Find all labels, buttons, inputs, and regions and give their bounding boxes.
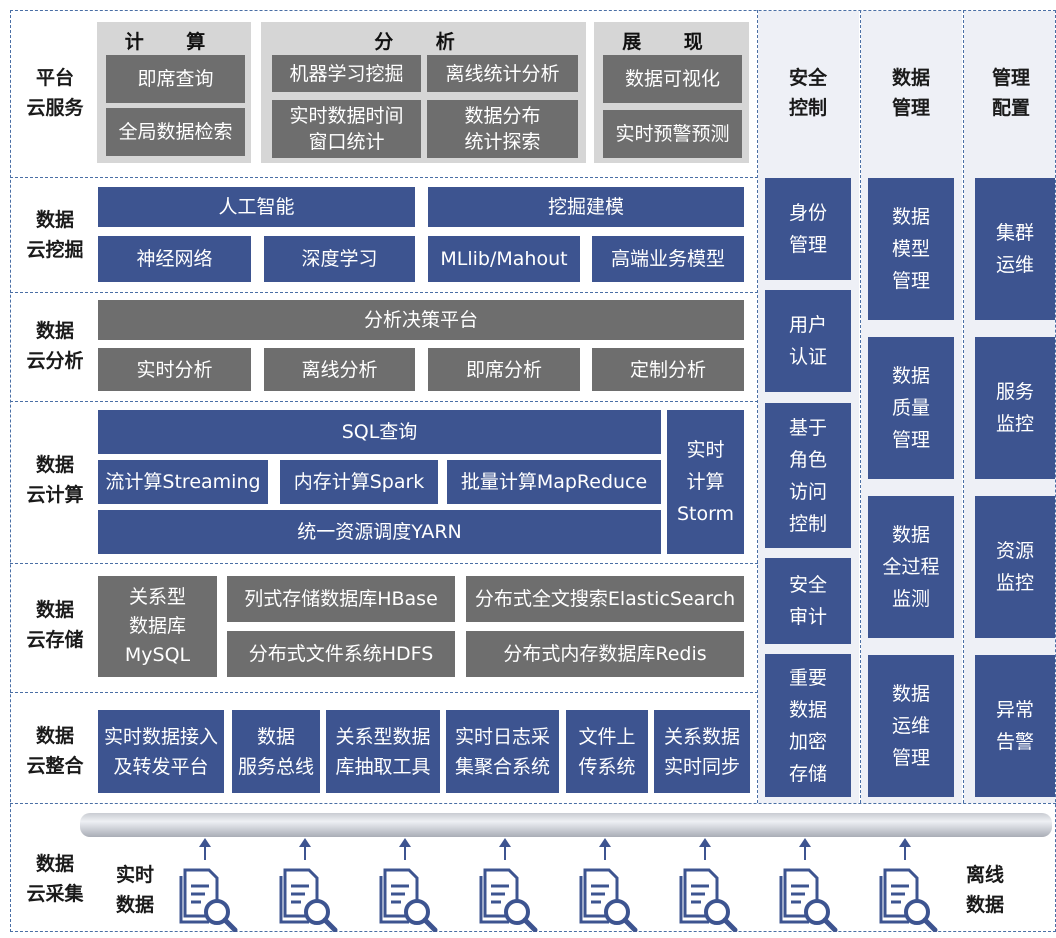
platform-analysis-header: 分 析 [374, 31, 473, 53]
storage-item: 分布式内存数据库Redis [466, 631, 744, 677]
document-search-icon [279, 866, 339, 933]
layer-label-collection: 数据 云采集 [26, 853, 84, 905]
platform-analysis-item: 实时数据时间 窗口统计 [272, 100, 421, 158]
platform-analysis-item: 离线统计分析 [427, 55, 578, 92]
platform-analysis-item: 数据分布 统计探索 [427, 100, 578, 158]
separator [10, 401, 758, 402]
collection-realtime-label: 实时 数据 [115, 864, 154, 916]
config-item: 异常 告警 [975, 655, 1055, 797]
up-arrow-icon [199, 838, 211, 860]
storage-item: 分布式文件系统HDFS [227, 631, 455, 677]
separator [10, 803, 1056, 804]
compute-storm: 实时 计算 Storm [667, 410, 744, 554]
platform-compute-item: 全局数据检索 [106, 108, 245, 156]
layer-label-compute: 数据 云计算 [26, 454, 84, 506]
separator [10, 177, 758, 178]
compute-engine: 流计算Streaming [98, 460, 268, 504]
up-arrow-icon [899, 838, 911, 860]
layer-label-mining: 数据 云挖掘 [26, 209, 84, 261]
analysis-item: 即席分析 [428, 348, 580, 391]
config-column-title: 管理 配置 [991, 67, 1030, 119]
data-mgmt-item: 数据 全过程 监测 [868, 496, 954, 638]
mining-bottom-item: 深度学习 [264, 236, 415, 282]
security-item: 重要 数据 加密 存储 [765, 654, 851, 797]
layer-label-analysis: 数据 云分析 [26, 320, 84, 372]
security-item: 用户 认证 [765, 290, 851, 392]
document-search-icon [679, 866, 739, 933]
document-search-icon [379, 866, 439, 933]
data-mgmt-column-title: 数据 管理 [891, 67, 930, 119]
layer-label-platform: 平台 云服务 [26, 67, 84, 119]
config-item: 服务 监控 [975, 337, 1055, 479]
layer-label-storage: 数据 云存储 [26, 599, 84, 651]
mining-bottom-item: 高端业务模型 [592, 236, 744, 282]
data-mgmt-item: 数据 模型 管理 [868, 178, 954, 320]
data-mgmt-item: 数据 质量 管理 [868, 337, 954, 479]
column-separator [757, 10, 758, 803]
analysis-item: 定制分析 [592, 348, 744, 391]
up-arrow-icon [599, 838, 611, 860]
column-separator [860, 10, 861, 803]
platform-display-item: 实时预警预测 [603, 110, 742, 158]
separator [10, 692, 758, 693]
platform-display-item: 数据可视化 [603, 55, 742, 103]
up-arrow-icon [699, 838, 711, 860]
up-arrow-icon [299, 838, 311, 860]
config-item: 集群 运维 [975, 178, 1055, 320]
analysis-item: 实时分析 [98, 348, 251, 391]
storage-mysql: 关系型 数据库 MySQL [98, 576, 217, 677]
mining-top-item: 挖掘建模 [428, 187, 744, 227]
storage-item: 列式存储数据库HBase [227, 576, 455, 622]
security-column-title: 安全 控制 [788, 67, 827, 119]
separator [10, 563, 758, 564]
integration-item: 实时数据接入 及转发平台 [98, 710, 224, 793]
column-separator [963, 10, 964, 803]
layer-label-integration: 数据 云整合 [26, 725, 84, 777]
mining-top-item: 人工智能 [98, 187, 415, 227]
data-pipe [80, 813, 1052, 837]
config-item: 资源 监控 [975, 496, 1055, 638]
compute-engine: 内存计算Spark [280, 460, 438, 504]
compute-engine: 批量计算MapReduce [447, 460, 661, 504]
document-search-icon [779, 866, 839, 933]
integration-item: 关系型数据 库抽取工具 [326, 710, 440, 793]
integration-item: 数据 服务总线 [232, 710, 320, 793]
compute-sql: SQL查询 [98, 410, 661, 454]
platform-analysis-item: 机器学习挖掘 [272, 55, 421, 92]
collection-offline-label: 离线 数据 [965, 864, 1004, 916]
mining-bottom-item: MLlib/Mahout [428, 236, 580, 282]
security-item: 安全 审计 [765, 558, 851, 644]
document-search-icon [179, 866, 239, 933]
document-search-icon [879, 866, 939, 933]
up-arrow-icon [399, 838, 411, 860]
integration-item: 关系数据 实时同步 [654, 710, 750, 793]
security-item: 基于 角色 访问 控制 [765, 403, 851, 548]
integration-item: 文件上 传系统 [566, 710, 648, 793]
mining-bottom-item: 神经网络 [98, 236, 251, 282]
up-arrow-icon [499, 838, 511, 860]
separator [10, 292, 758, 293]
up-arrow-icon [799, 838, 811, 860]
platform-compute-header: 计 算 [124, 31, 224, 53]
data-mgmt-item: 数据 运维 管理 [868, 655, 954, 797]
document-search-icon [479, 866, 539, 933]
analysis-item: 离线分析 [264, 348, 415, 391]
storage-item: 分布式全文搜索ElasticSearch [466, 576, 744, 622]
document-search-icon [579, 866, 639, 933]
integration-item: 实时日志采 集聚合系统 [446, 710, 559, 793]
analysis-platform: 分析决策平台 [98, 300, 744, 340]
platform-display-header: 展 现 [622, 31, 721, 53]
platform-compute-item: 即席查询 [106, 55, 245, 103]
security-item: 身份 管理 [765, 178, 851, 280]
compute-yarn: 统一资源调度YARN [98, 510, 661, 554]
